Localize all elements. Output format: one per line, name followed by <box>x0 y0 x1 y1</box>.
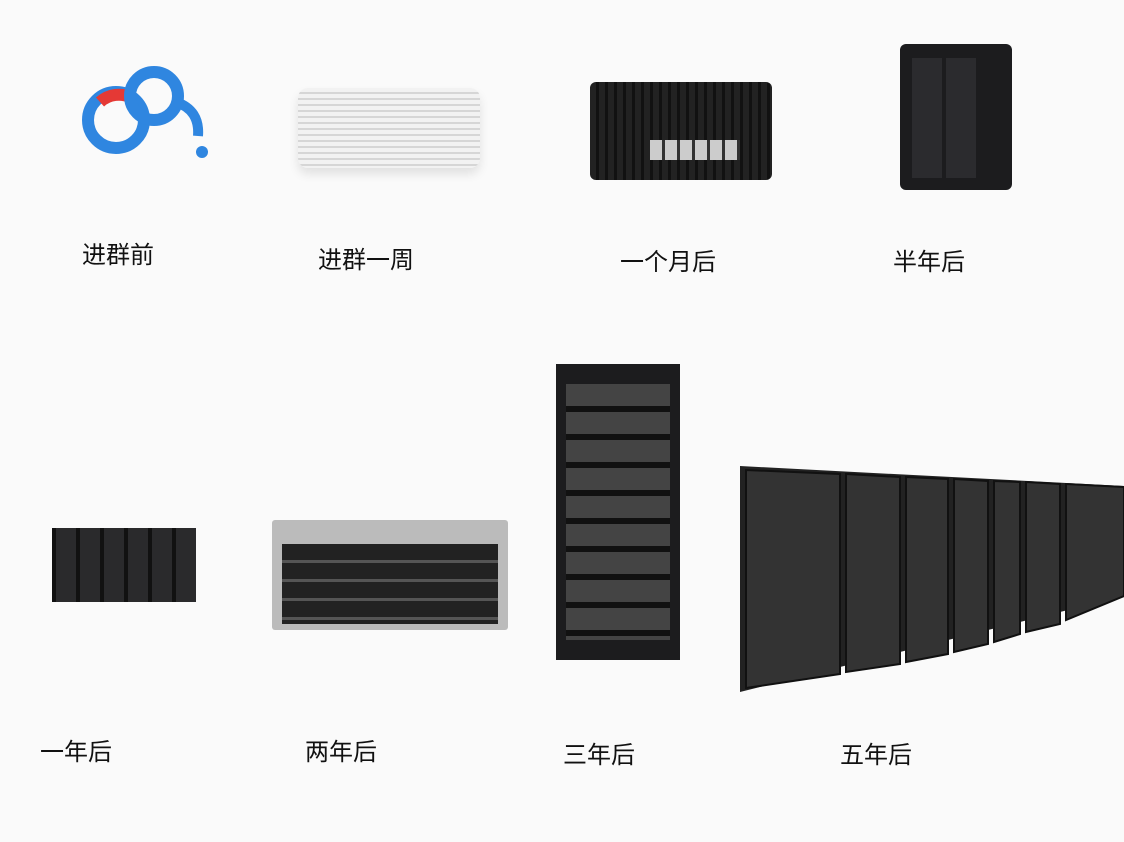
rack-door <box>1025 480 1061 634</box>
rack-storage-server-icon <box>272 520 508 630</box>
stage-label: 进群一周 <box>318 246 414 274</box>
mini-pc-icon <box>590 82 772 180</box>
stage-label: 三年后 <box>563 741 635 769</box>
stage-label: 两年后 <box>305 738 377 766</box>
six-bay-nas-icon <box>32 516 216 616</box>
two-bay-nas-icon <box>900 44 1012 190</box>
baidu-netdisk-logo-icon <box>82 66 208 158</box>
rack-door <box>953 477 989 654</box>
mini-router-icon <box>298 88 480 168</box>
drive-bay <box>946 58 976 178</box>
server-rack-cabinet-icon <box>556 364 680 660</box>
rack-door <box>745 468 841 690</box>
rack-door <box>993 479 1021 644</box>
stage-label: 五年后 <box>840 741 912 769</box>
rack-door <box>1065 482 1124 622</box>
drive-trays <box>282 544 498 624</box>
rack-door <box>845 472 901 674</box>
stage-label: 半年后 <box>893 248 965 276</box>
stage-label: 一个月后 <box>620 248 716 276</box>
drive-bay <box>912 58 942 178</box>
stage-label: 一年后 <box>40 738 112 766</box>
data-center-racks-icon <box>740 466 1124 692</box>
stage-label: 进群前 <box>82 241 154 269</box>
rack-door <box>905 475 949 664</box>
ethernet-ports <box>650 140 740 160</box>
rack-units <box>566 384 670 640</box>
